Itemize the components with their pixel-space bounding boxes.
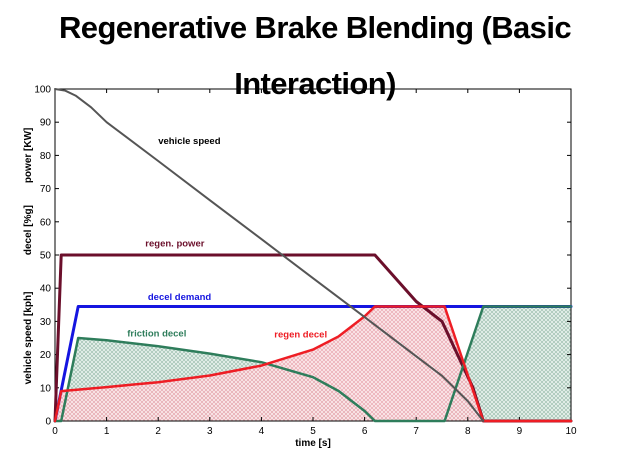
x-tick-label: 4 <box>259 426 265 437</box>
x-tick-label: 5 <box>310 426 316 437</box>
y-tick-label: 50 <box>40 251 52 262</box>
chart-title: Regenerative Brake Blending (Basic Inter… <box>59 10 572 101</box>
series-line-vehicle-speed <box>54 88 485 422</box>
x-tick-label: 10 <box>565 426 577 437</box>
y-tick-label: 60 <box>40 217 52 228</box>
annotation-vehicle-speed: vehicle speed <box>158 136 221 147</box>
series-line-regen-decel <box>53 305 573 423</box>
y-tick-label: 0 <box>45 417 51 428</box>
series-line-friction-decel <box>53 305 573 423</box>
x-tick-label: 1 <box>104 426 110 437</box>
y-tick-label: 90 <box>40 118 52 129</box>
y-axis-label-vehicle-speed-kph: vehicle speed [kph] <box>23 292 34 385</box>
y-tick-label: 30 <box>40 317 52 328</box>
y-tick-label: 70 <box>40 184 52 195</box>
series-lines <box>53 88 573 423</box>
x-tick-label: 2 <box>155 426 161 437</box>
annotation-decel-demand: decel demand <box>148 292 212 303</box>
y-tick-label: 100 <box>34 85 51 96</box>
series-labels: vehicle speed regen. power decel demand fri… <box>127 136 327 341</box>
x-tick-label: 0 <box>52 426 58 437</box>
x-tick-label: 7 <box>413 426 419 437</box>
y-tick-label: 80 <box>40 151 52 162</box>
y-axis-label-power-kw: power [KW] <box>23 128 34 184</box>
y-tick-label: 40 <box>40 284 52 295</box>
annotation-friction-decel: friction decel <box>127 328 186 339</box>
x-tick-label: 3 <box>207 426 213 437</box>
fill-areas <box>55 306 571 421</box>
annotation-regen-power: regen. power <box>145 239 204 250</box>
x-tick-label: 6 <box>362 426 368 437</box>
x-tick-label: 9 <box>517 426 523 437</box>
annotation-regen-decel: regen decel <box>274 329 327 340</box>
x-axis-label: time [s] <box>295 438 331 449</box>
y-axis-label-decel-g: decel [%g] <box>23 205 34 255</box>
x-tick-label: 8 <box>465 426 471 437</box>
regen-decel-area <box>55 306 571 421</box>
y-tick-label: 20 <box>40 350 52 361</box>
y-tick-label: 10 <box>40 383 52 394</box>
